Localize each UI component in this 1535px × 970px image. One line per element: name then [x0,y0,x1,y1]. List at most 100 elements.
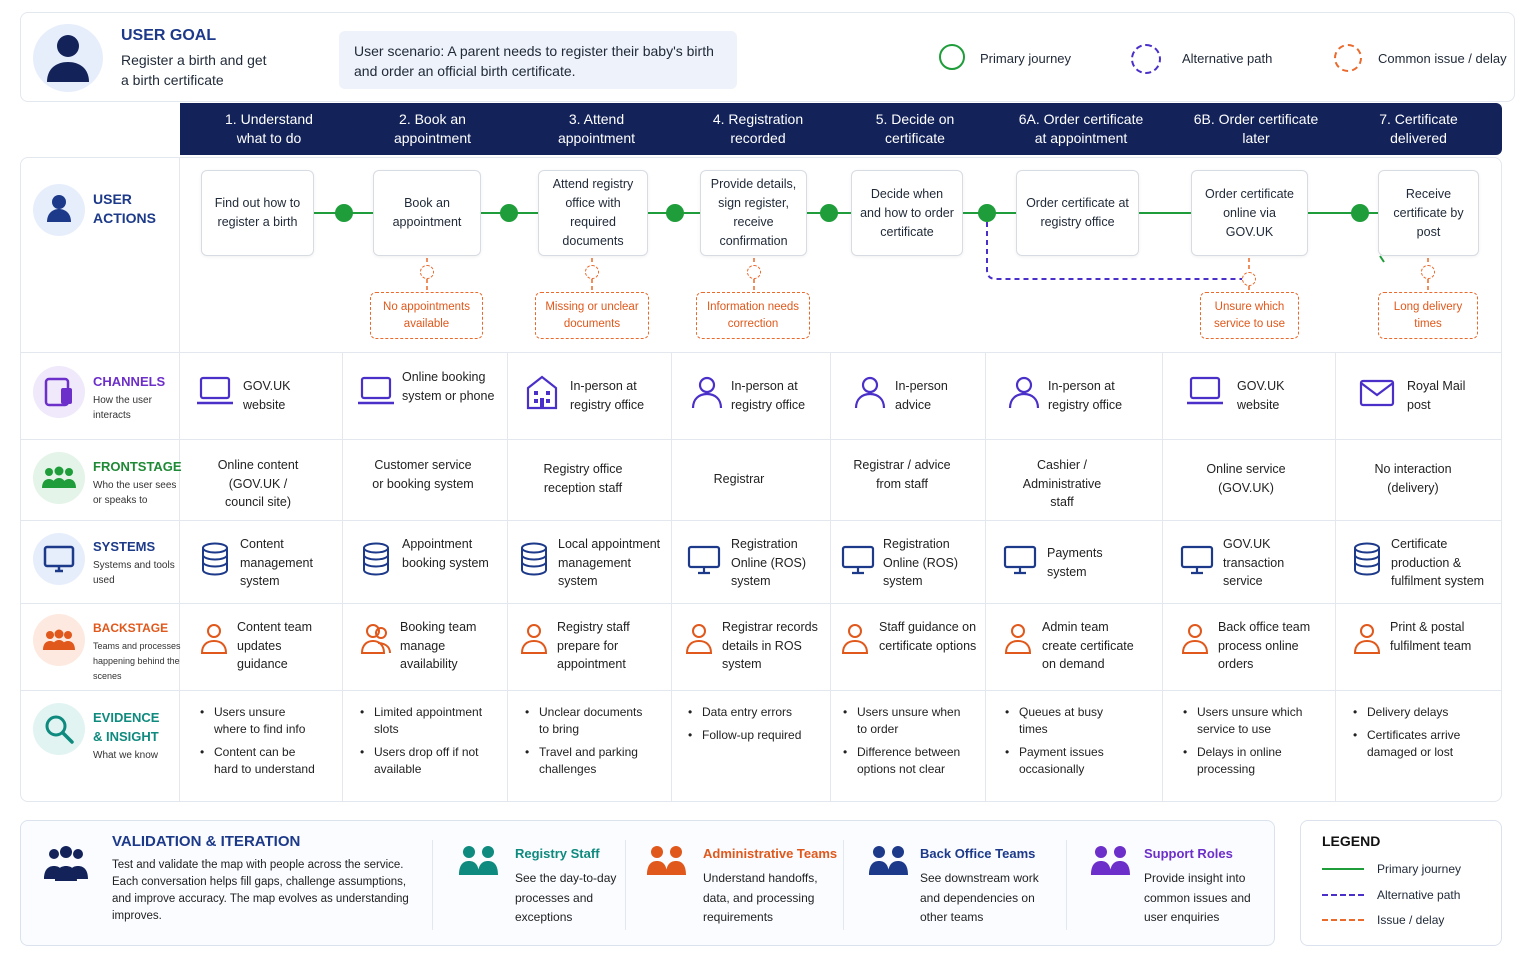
backstage-5: Staff guidance on certificate options [879,620,977,653]
monitor-icon [1180,545,1214,575]
backstage-title: BACKSTAGE [93,621,169,635]
col-divider [830,352,831,802]
systems-subtitle: Systems and tools used [93,560,175,586]
journey-node [978,204,996,222]
staff-icon [685,624,713,654]
issue-marker [1421,265,1435,279]
validation-divider [432,840,433,930]
validation-divider [843,840,844,930]
issue-marker [1242,272,1256,286]
monitor-icon [43,545,75,573]
issue-missing-documents: Missing or unclear documents [535,292,649,339]
admin-teams-icon [647,846,686,875]
row-divider [21,603,1501,604]
validation-divider [1066,840,1067,930]
magnifier-icon [45,715,74,744]
person-outline-icon [1008,376,1040,409]
stage-4: 4. Registration recorded [671,103,845,155]
laptop-icon [358,376,394,405]
staff-icon [1004,624,1032,654]
evidence-item: Delivery delays [1353,704,1473,721]
channel-1: GOV.UK website [243,379,291,412]
stage-6a-label: 6A. Order certificate at appointment [1018,111,1144,146]
action-6b: Order certificate online via GOV.UK [1191,170,1308,256]
action-6a-text: Order certificate at registry office [1026,196,1129,229]
systems-icon-bg [33,533,85,585]
system-5: Registration Online (ROS) system [883,537,959,588]
system-6b: GOV.UK transaction service [1223,537,1285,588]
channel-2: Online booking system or phone [402,370,495,403]
channel-6b: GOV.UK website [1237,379,1285,412]
devices-icon [44,377,72,407]
issue-information-correction: Information needs correction [696,292,810,339]
issue-marker [747,265,761,279]
journey-node [820,204,838,222]
user-scenario-text: User scenario: A parent needs to registe… [354,43,714,79]
evidence-item: Users unsure when to order [843,704,973,738]
backstage-2: Booking team manage availability [400,620,477,671]
frontstage-title: FRONTSTAGE [93,459,182,474]
evidence-icon-bg [33,703,85,755]
action-6a: Order certificate at registry office [1016,170,1139,256]
stage-7: 7. Certificate delivered [1335,103,1502,155]
validation-card [20,820,1275,946]
channel-5: In-person advice [895,379,948,412]
evidence-item: Certificates arrive damaged or lost [1353,727,1473,761]
user-scenario: User scenario: A parent needs to registe… [339,31,737,89]
action-5: Decide when and how to order certificate [851,170,963,256]
evidence-1: Users unsure where to find infoContent c… [200,704,320,784]
col-divider [507,352,508,802]
col-divider [1335,352,1336,802]
database-icon [521,542,547,576]
validation-group-title: Back Office Teams [920,846,1036,861]
backstage-3: Registry staff prepare for appointment [557,620,630,671]
action-2-text: Book an appointment [392,196,462,229]
legend-line-primary [1322,868,1364,870]
system-7: Certificate production & fulfilment syst… [1391,537,1485,588]
stage-6b: 6B. Order certificate later [1162,103,1350,155]
laptop-icon [197,376,233,405]
staff-pair-icon [360,624,391,654]
action-3-text: Attend registry office with required doc… [552,177,634,248]
issue-marker [420,265,434,279]
legend-primary-text: Primary journey [1377,862,1462,876]
action-1: Find out how to register a birth [201,170,314,256]
stage-7-label: 7. Certificate delivered [1379,111,1458,146]
system-3: Local appointment management system [558,537,661,588]
validation-group-title: Registry Staff [515,846,600,861]
stage-3: 3. Attend appointment [507,103,686,155]
legend-issue-marker [1334,44,1362,72]
legend-issue-label: Common issue / delay [1378,51,1507,66]
col-divider [179,157,180,802]
validation-group-title: Support Roles [1144,846,1233,861]
envelope-icon [1359,379,1395,407]
evidence-3: Unclear documents to bringTravel and par… [525,704,655,784]
col-divider [985,352,986,802]
issue-unsure-service: Unsure which service to use [1200,292,1299,339]
stage-6a: 6A. Order certificate at appointment [985,103,1177,155]
user-goal-title: USER GOAL [121,27,217,44]
system-6a: Payments system [1047,546,1103,579]
staff-icon [841,624,869,654]
stage-4-label: 4. Registration recorded [712,111,804,146]
frontstage-6a: Cashier / Administrative staff [1022,458,1102,509]
action-4: Provide details, sign register, receive … [700,170,807,256]
building-icon [526,375,558,410]
team-icon [43,629,75,650]
evidence-subtitle: What we know [93,750,159,761]
monitor-icon [841,545,875,575]
stage-6b-label: 6B. Order certificate later [1193,111,1319,146]
system-2: Appointment booking system [402,537,489,570]
evidence-4: Data entry errorsFollow-up required [688,704,808,750]
backstage-subtitle: Teams and processes happening behind the… [93,641,181,681]
journey-node [1351,204,1369,222]
person-icon [47,35,89,82]
staff-icon [200,624,228,654]
row-divider [21,520,1501,521]
support-roles-icon [1091,846,1130,875]
evidence-5: Users unsure when to orderDifference bet… [843,704,973,784]
evidence-item: Queues at busy times [1005,704,1125,738]
evidence-2: Limited appointment slotsUsers drop off … [360,704,490,784]
legend-primary-label: Primary journey [980,51,1072,66]
action-7-text: Receive certificate by post [1393,186,1464,239]
